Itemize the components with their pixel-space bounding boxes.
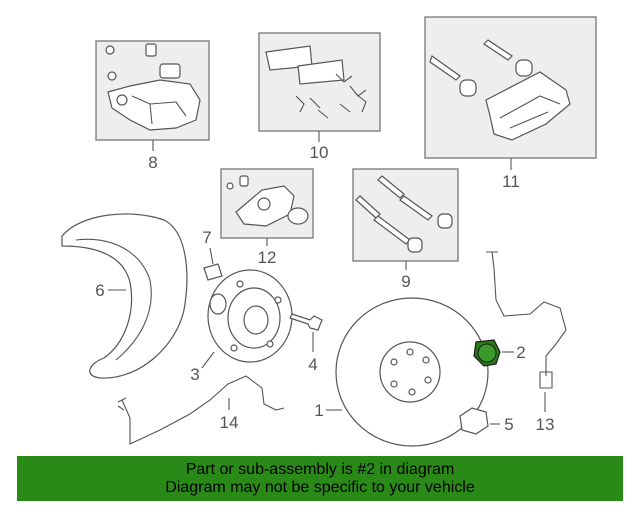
bolt-4-group: 4 [289, 313, 323, 374]
nut-illustration [459, 407, 489, 435]
highlighted-part-illustration [473, 339, 501, 367]
brake-rotor-group: 1 [314, 297, 489, 447]
banner-line-1: Part or sub-assembly is #2 in diagram [185, 461, 455, 478]
highlighted-part-group: 2 [473, 339, 526, 367]
wheel-speed-sensor-illustration [117, 375, 285, 445]
dust-shield-group: 6 [61, 213, 188, 379]
brake-pads-group: 10 [258, 32, 381, 162]
callout-1: 1 [314, 401, 323, 420]
dust-shield-illustration [61, 213, 188, 379]
callout-2: 2 [516, 343, 525, 362]
parts-diagram: 8 10 11 [61, 16, 597, 447]
caliper-illustration [105, 43, 201, 131]
callout-8: 8 [148, 153, 157, 172]
caliper-seal-group: 12 [220, 168, 314, 267]
caliper-group: 8 [95, 40, 210, 172]
callout-4: 4 [308, 355, 317, 374]
hub-bearing-group: 3 [190, 269, 293, 384]
guide-pin-kit-group: 9 [352, 168, 459, 291]
bolt-4-illustration [289, 313, 323, 331]
brake-rotor-illustration [335, 297, 489, 447]
callout-3: 3 [190, 365, 199, 384]
guide-pin-kit-illustration [355, 175, 453, 253]
bolt-7-group: 7 [202, 228, 223, 281]
callout-12: 12 [258, 248, 277, 267]
bolt-7-illustration [203, 263, 223, 281]
callout-6: 6 [95, 281, 104, 300]
hub-bearing-illustration [207, 269, 293, 363]
caliper-bracket-illustration [429, 39, 571, 141]
brake-hose-group: 13 [486, 251, 567, 434]
banner-line-2: Diagram may not be specific to your vehi… [165, 479, 475, 496]
brake-hose-illustration [491, 251, 567, 376]
callout-10: 10 [310, 143, 329, 162]
callout-9: 9 [401, 272, 410, 291]
wheel-speed-sensor-group: 14 [117, 375, 285, 445]
callout-7: 7 [202, 228, 211, 247]
caliper-seal-illustration [226, 175, 309, 227]
info-banner: Part or sub-assembly is #2 in diagram Di… [17, 456, 623, 501]
callout-11: 11 [502, 172, 520, 191]
callout-5: 5 [504, 415, 513, 434]
nut-group: 5 [459, 407, 514, 435]
callout-14: 14 [220, 413, 239, 432]
caliper-bracket-group: 11 [424, 16, 597, 191]
callout-13: 13 [536, 415, 555, 434]
brake-pads-illustration [265, 45, 367, 119]
